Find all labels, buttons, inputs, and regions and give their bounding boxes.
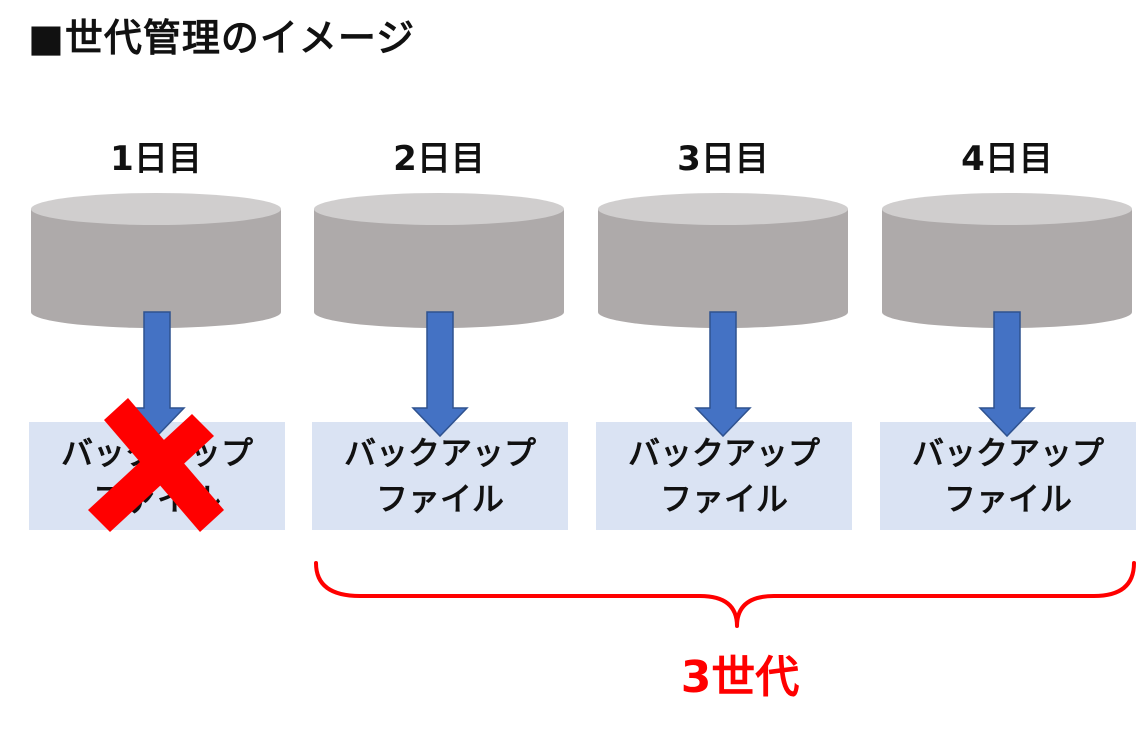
arrow-down-icon [978, 311, 1036, 438]
backup-file-box-2: バックアップ ファイル [312, 422, 568, 530]
backup-file-box-3: バックアップ ファイル [596, 422, 852, 530]
generation-label: 3世代 [680, 652, 800, 703]
arrow-down-icon [128, 311, 186, 438]
database-cylinder-icon [314, 193, 564, 328]
file-label-line1: バックアップ [911, 434, 1104, 472]
backup-file-box-4: バックアップ ファイル [880, 422, 1136, 530]
page-title: ■世代管理のイメージ [28, 16, 416, 60]
file-label-line2: ファイル [375, 480, 504, 518]
curly-brace [314, 561, 1136, 628]
day-label-2: 2日目 [393, 139, 485, 179]
file-label-line1: バックアップ [627, 434, 820, 472]
delete-cross-icon [88, 398, 224, 532]
day-label-1: 1日目 [110, 139, 202, 179]
day-label-4: 4日目 [961, 139, 1053, 179]
file-label-line2: ファイル [659, 480, 788, 518]
file-label-line1: バックアップ [343, 434, 536, 472]
arrow-down-icon [411, 311, 469, 438]
database-cylinder-icon [882, 193, 1132, 328]
arrow-down-icon [694, 311, 752, 438]
day-label-3: 3日目 [677, 139, 769, 179]
file-label-line2: ファイル [943, 480, 1072, 518]
database-cylinder-icon [31, 193, 281, 328]
database-cylinder-icon [598, 193, 848, 328]
